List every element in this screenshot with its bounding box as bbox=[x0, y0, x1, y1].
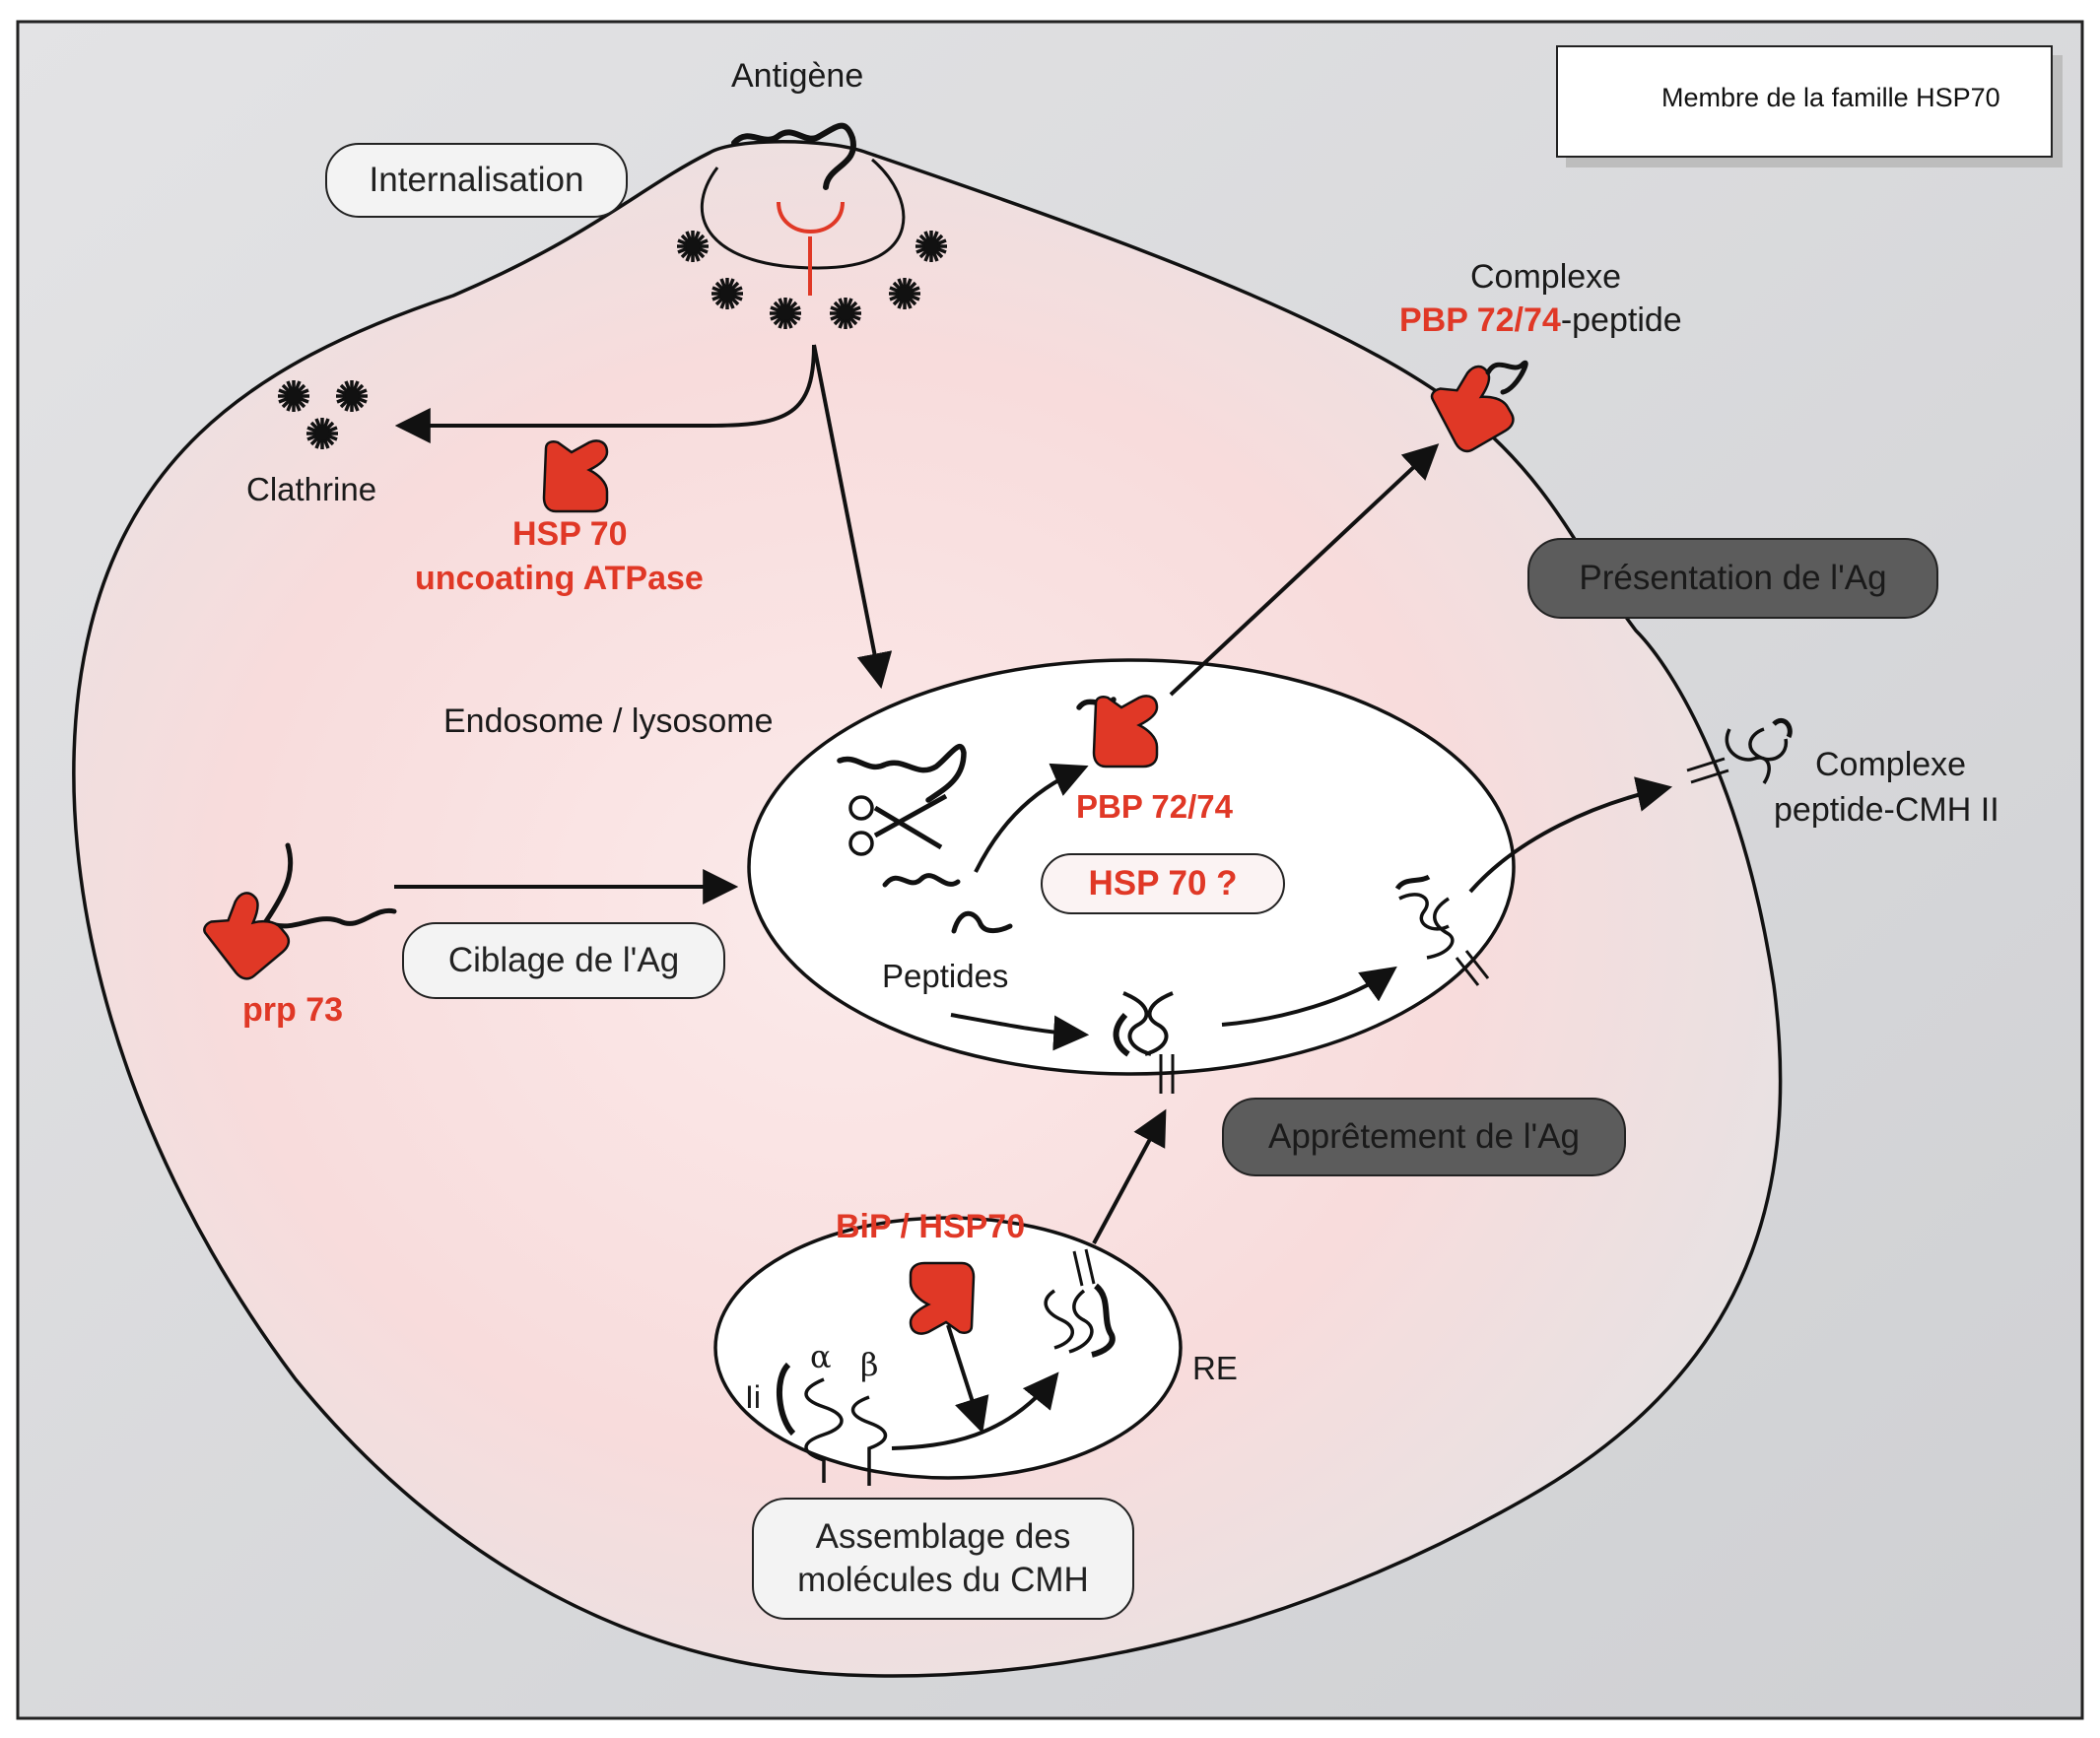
label-pbp-complex: PBP 72/74-peptide bbox=[1399, 301, 1682, 340]
box-appretement: Apprêtement de l'Ag bbox=[1222, 1098, 1626, 1176]
bip-icon bbox=[909, 1261, 976, 1335]
assemblage-line2: molécules du CMH bbox=[797, 1561, 1089, 1599]
label-endosome: Endosome / lysosome bbox=[443, 702, 774, 740]
legend-label: Membre de la famille HSP70 bbox=[1661, 83, 2000, 112]
label-beta: β bbox=[860, 1346, 879, 1383]
box-presentation: Présentation de l'Ag bbox=[1527, 538, 1938, 619]
label-li: Ii bbox=[745, 1379, 761, 1415]
mhc-peptide-membrane bbox=[1686, 717, 1793, 784]
label-hsp70: HSP 70 bbox=[512, 515, 628, 553]
label-re: RE bbox=[1192, 1350, 1238, 1386]
assemblage-line1: Assemblage des bbox=[815, 1517, 1071, 1556]
label-alpha: α bbox=[810, 1338, 832, 1375]
hsp70-uncoating-icon bbox=[542, 439, 609, 513]
label-pbp-complex-suffix: -peptide bbox=[1560, 301, 1682, 339]
scissors-icon bbox=[848, 793, 948, 856]
box-hsp70-question: HSP 70 ? bbox=[1041, 853, 1285, 914]
box-assemblage: Assemblage des molécules du CMH bbox=[752, 1498, 1134, 1620]
mhc-loading bbox=[1113, 991, 1175, 1094]
legend: Membre de la famille HSP70 bbox=[1556, 45, 2053, 158]
label-pbp: PBP 72/74 bbox=[1076, 788, 1234, 825]
mhc-peptide-endosome bbox=[1394, 874, 1490, 986]
label-bip: BiP / HSP70 bbox=[836, 1208, 1026, 1245]
coated-pit bbox=[700, 158, 906, 270]
box-ciblage: Ciblage de l'Ag bbox=[402, 922, 725, 999]
antigen-strand bbox=[731, 122, 856, 190]
label-complexe-mhc-2: peptide-CMH II bbox=[1774, 791, 1999, 829]
mhc-assembled-er bbox=[1044, 1248, 1116, 1358]
receptor bbox=[777, 201, 845, 296]
label-pbp-complex-red: PBP 72/74 bbox=[1399, 301, 1561, 339]
label-clathrine: Clathrine bbox=[246, 471, 377, 507]
label-complexe-top: Complexe bbox=[1470, 258, 1622, 296]
label-uncoating: uncoating ATPase bbox=[415, 560, 704, 597]
label-peptides: Peptides bbox=[882, 958, 1009, 994]
label-complexe-mhc-1: Complexe bbox=[1815, 746, 1967, 783]
label-prp73: prp 73 bbox=[242, 991, 344, 1029]
pbp-endosome-icon bbox=[1092, 695, 1159, 769]
endoplasmic-reticulum bbox=[713, 1216, 1183, 1480]
box-internalisation: Internalisation bbox=[325, 143, 628, 218]
label-antigene: Antigène bbox=[731, 57, 864, 95]
